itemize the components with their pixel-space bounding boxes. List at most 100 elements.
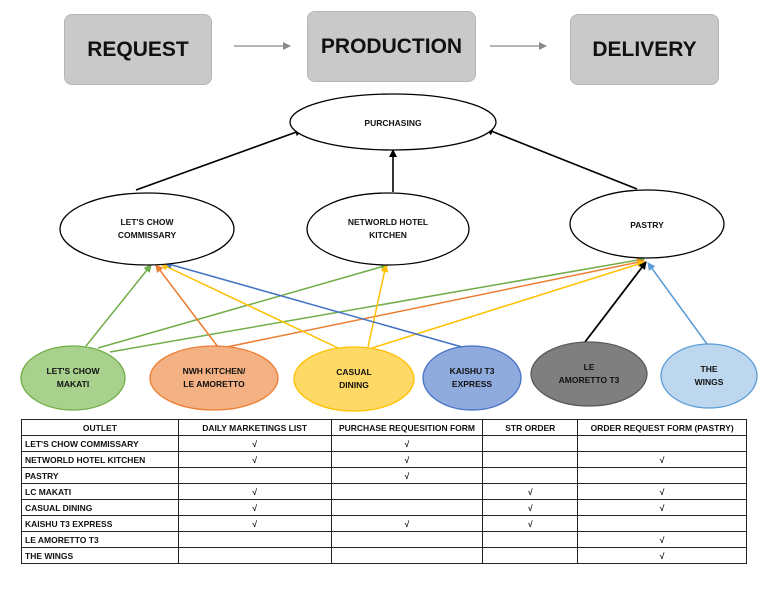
table-row: LC MAKATI √ √ √ (21, 483, 747, 500)
arrow-nwh-to-pastry (221, 258, 645, 349)
table-cell (482, 467, 579, 484)
table-row: CASUAL DINING √ √ √ (21, 499, 747, 516)
table-cell: √ (577, 451, 747, 468)
header-outlet: OUTLET (21, 419, 179, 436)
arrow-casual-to-commissary (160, 263, 339, 349)
node-purchasing: PURCHASING (289, 93, 497, 151)
node-wings-label-2: WINGS (695, 377, 724, 387)
table-row: LET'S CHOW COMMISSARY √ √ (21, 435, 747, 452)
table-cell (330, 531, 484, 548)
table-cell (330, 547, 484, 564)
table-cell: √ (482, 515, 579, 532)
table-header-row: OUTLET DAILY MARKETINGS LIST PURCHASE RE… (21, 419, 747, 436)
table-cell (330, 499, 484, 516)
node-nwh-label-2: LE AMORETTO (183, 379, 245, 389)
table-cell (177, 547, 332, 564)
table-cell: √ (482, 483, 579, 500)
node-nwh-kitchen: NWH KITCHEN/ LE AMORETTO (149, 345, 279, 411)
table-cell: √ (577, 483, 747, 500)
node-makati-label-1: LET'S CHOW (46, 366, 100, 376)
table-cell (577, 515, 747, 532)
table-cell: √ (577, 547, 747, 564)
table-cell (482, 451, 579, 468)
table-cell: √ (177, 515, 332, 532)
table-cell-outlet: PASTRY (21, 467, 179, 484)
diagram-svg: PURCHASING LET'S CHOW COMMISSARY NETWORL… (20, 42, 758, 412)
table-row: THE WINGS √ (21, 547, 747, 564)
arrow-makati-to-commissary (85, 264, 152, 347)
table-cell-outlet: LC MAKATI (21, 483, 179, 500)
table-cell (177, 467, 332, 484)
table-cell-outlet: NETWORLD HOTEL KITCHEN (21, 451, 179, 468)
flow-delivery-box: DELIVERY (570, 14, 719, 85)
table-cell (577, 467, 747, 484)
arrow-casual-to-networld (367, 264, 389, 348)
table-row: PASTRY √ (21, 467, 747, 484)
table-row: NETWORLD HOTEL KITCHEN √ √ √ (21, 451, 747, 468)
node-the-wings: THE WINGS (660, 343, 758, 409)
node-casual-label-1: CASUAL (336, 367, 371, 377)
flow-request-box: REQUEST (64, 14, 212, 85)
node-le-amoretto: LE AMORETTO T3 (530, 341, 648, 407)
node-kaishu: KAISHU T3 EXPRESS (422, 345, 522, 411)
node-wings-label-1: THE (701, 364, 718, 374)
node-pastry-label: PASTRY (630, 220, 664, 230)
table-cell: √ (577, 531, 747, 548)
table-cell (330, 483, 484, 500)
table-cell: √ (177, 483, 332, 500)
table-cell (482, 547, 579, 564)
arrow-pastry-to-purchasing (485, 127, 638, 190)
node-commissary-label-1: LET'S CHOW (120, 217, 174, 227)
table-cell: √ (330, 435, 484, 452)
table-cell-outlet: CASUAL DINING (21, 499, 179, 516)
table-cell: √ (330, 515, 484, 532)
table-cell (482, 435, 579, 452)
node-le-amoretto-label-2: AMORETTO T3 (559, 375, 620, 385)
table-cell-outlet: KAISHU T3 EXPRESS (21, 515, 179, 532)
node-le-amoretto-label-1: LE (584, 362, 595, 372)
table-cell: √ (577, 499, 747, 516)
table-cell: √ (330, 451, 484, 468)
flow-production-box: PRODUCTION (307, 11, 476, 82)
node-pastry: PASTRY (569, 189, 725, 259)
node-kaishu-label-2: EXPRESS (452, 379, 492, 389)
table-cell: √ (177, 451, 332, 468)
header-order-request-form: ORDER REQUEST FORM (PASTRY) (577, 419, 747, 436)
arrow-commissary-to-purchasing (135, 128, 303, 191)
outlet-forms-table: OUTLET DAILY MARKETINGS LIST PURCHASE RE… (21, 419, 747, 564)
node-lets-chow-makati: LET'S CHOW MAKATI (20, 345, 126, 411)
node-nwh-label-1: NWH KITCHEN/ (183, 366, 246, 376)
table-cell: √ (330, 467, 484, 484)
table-cell: √ (177, 435, 332, 452)
node-kaishu-label-1: KAISHU T3 (450, 366, 495, 376)
table-cell (482, 531, 579, 548)
node-commissary-label-2: COMMISSARY (118, 230, 177, 240)
table-cell-outlet: LE AMORETTO T3 (21, 531, 179, 548)
table-cell-outlet: LET'S CHOW COMMISSARY (21, 435, 179, 452)
table-cell: √ (177, 499, 332, 516)
table-row: KAISHU T3 EXPRESS √ √ √ (21, 515, 747, 532)
node-makati-label-2: MAKATI (57, 379, 89, 389)
node-networld-label-1: NETWORLD HOTEL (348, 217, 428, 227)
node-casual-dining: CASUAL DINING (293, 346, 415, 412)
node-casual-label-2: DINING (339, 380, 369, 390)
arrow-wings-to-pastry (647, 262, 708, 345)
table-cell-outlet: THE WINGS (21, 547, 179, 564)
header-daily-marketings-list: DAILY MARKETINGS LIST (177, 419, 332, 436)
arrow-nwh-to-commissary (155, 264, 219, 348)
arrow-makati-to-networld (97, 263, 389, 349)
arrow-casual-to-pastry (371, 260, 646, 349)
table-row: LE AMORETTO T3 √ (21, 531, 747, 548)
diagram-canvas: PURCHASING LET'S CHOW COMMISSARY NETWORL… (20, 42, 758, 412)
node-networld-label-2: KITCHEN (369, 230, 407, 240)
arrow-le-amoretto-to-pastry (584, 261, 647, 343)
header-str-order: STR ORDER (482, 419, 579, 436)
table-cell: √ (482, 499, 579, 516)
node-lets-chow-commissary: LET'S CHOW COMMISSARY (59, 192, 235, 266)
node-purchasing-label: PURCHASING (364, 118, 422, 128)
arrow-kaishu-to-commissary (164, 261, 463, 348)
node-networld-hotel-kitchen: NETWORLD HOTEL KITCHEN (306, 192, 470, 266)
header-purchase-requesition-form: PURCHASE REQUESITION FORM (330, 419, 484, 436)
table-cell (177, 531, 332, 548)
